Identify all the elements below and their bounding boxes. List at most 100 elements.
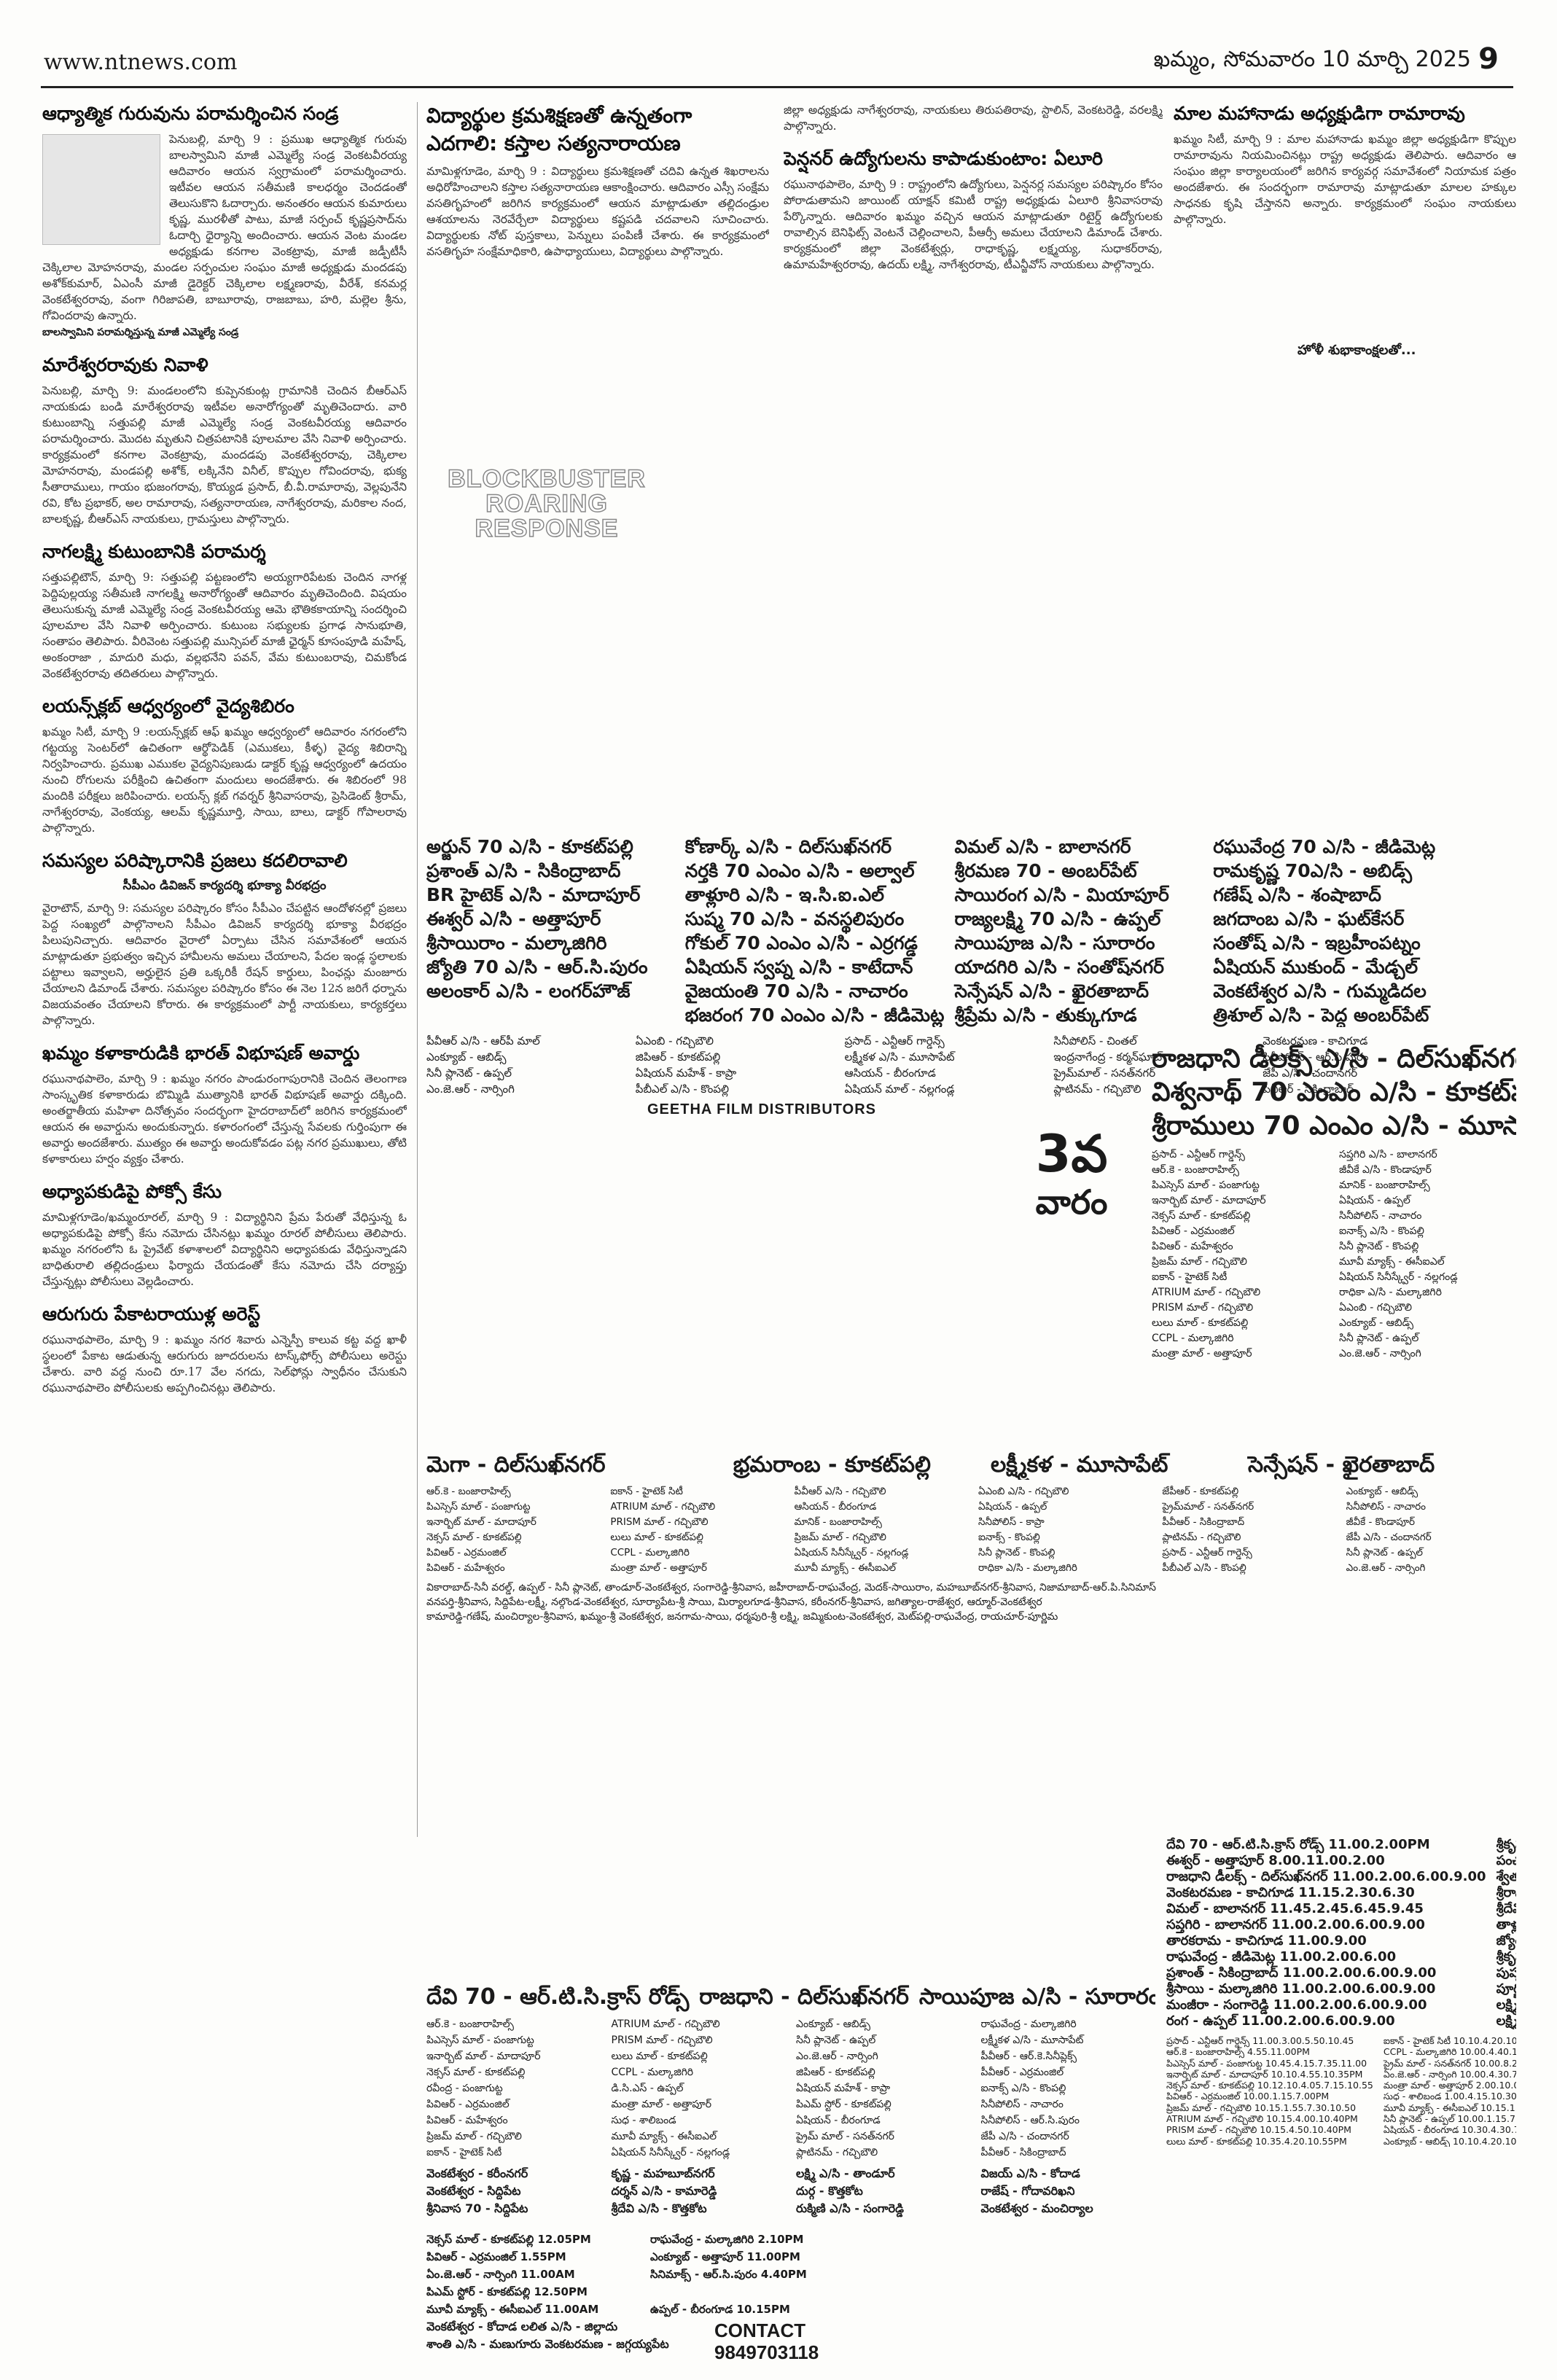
district-listing: వెంకటేశ్వర - కోదాడ లలిత ఎ/సి - జిల్లాదు bbox=[426, 2319, 618, 2333]
header-rule bbox=[41, 86, 1513, 88]
show-timing: సుధ - శాలిబండ 1.00.4.15.10.30.7.30 bbox=[1383, 2091, 1516, 2102]
show-timing: PRISM మాల్ - గచ్చిబౌలి 10.15.4.50.10.40P… bbox=[1166, 2124, 1351, 2136]
ad-headline: లక్ష్మీకళ - మూసాపేట్ bbox=[990, 1452, 1168, 1478]
theatre-listing: మంత్రా మాల్ - అత్తాపూర్ bbox=[611, 2099, 712, 2110]
theatre-listing: PRISM మాల్ - గచ్చిబౌలి bbox=[1152, 1302, 1254, 1314]
theatre-listing: ఎంక్యూబ్ - ఆబిడ్స్ bbox=[1339, 1317, 1414, 1329]
district-listing: దర్శన్ ఎ/సి - కామారెడ్డి bbox=[611, 2184, 717, 2198]
theatre-listing: ఏషియన్ - ఉప్పల్ bbox=[977, 1501, 1047, 1513]
theatre-listing: సినీపోలిస్ - నాచారం bbox=[1339, 1210, 1422, 1222]
site-url[interactable]: www.ntnews.com bbox=[44, 50, 238, 75]
theatre-listing: పివిఆర్ - మహేశ్వరం bbox=[1152, 1241, 1233, 1252]
photo-caption: బాలస్వామిని పరామర్శిస్తున్న మాజీ ఎమ్మెల్… bbox=[42, 327, 239, 338]
article-body: సత్తుపల్లిటౌన్, మార్చి 9: సత్తుపల్లి పట్… bbox=[42, 571, 407, 680]
article-headline[interactable]: మారేశ్వరరావుకు నివాళి bbox=[42, 354, 208, 375]
contact-number[interactable]: 9849703118 bbox=[714, 2341, 819, 2363]
theatre-listing: మానిక్ - బంజారాహిల్స్ bbox=[1339, 1179, 1430, 1191]
article-headline[interactable]: ఆరుగురు పేకాటరాయుళ్ల అరెస్ట్ bbox=[42, 1303, 261, 1324]
article-headline[interactable]: పెన్షనర్ ఉద్యోగులను కాపాడుకుంటాం: ఏలూరి bbox=[784, 148, 1103, 169]
theatre-listing: ఐనాక్స్ - కొంపల్లి bbox=[977, 1532, 1040, 1543]
show-timing: లులు మాల్ - కూకట్‌పల్లి 10.35.4.20.10.55… bbox=[1166, 2135, 1347, 2147]
theatre-listing: జేపీఆర్ - కూకట్‌పల్లి bbox=[1162, 1486, 1239, 1497]
district-listing: కృష్ణ - మహబూబ్‌నగర్ bbox=[611, 2166, 715, 2180]
article-headline[interactable]: ఖమ్మం కళాకారుడికి భారత్ విభూషణ్ అవార్డు bbox=[42, 1042, 360, 1064]
district-listing: వెంకటేశ్వర - మంచిర్యాల bbox=[980, 2201, 1093, 2215]
show-timing: సినిమాక్స్ - ఆర్.సి.పురం 4.40PM bbox=[650, 2268, 807, 2281]
show-timing: CCPL - మల్కాజిగిరి 10.00.4.40.11.00PM bbox=[1383, 2046, 1516, 2058]
theatre-listing: ఏషియన్ - ఉప్పల్ bbox=[1339, 1195, 1410, 1206]
theatre-listing: పివిఆర్ - ఎర్రమంజిల్ bbox=[1152, 1225, 1235, 1237]
theatre-listing: ప్రిజమ్ మాల్ - గచ్చిబౌలి bbox=[794, 1532, 886, 1543]
theatre-listing: ఆర్.కె - బంజారాహిల్స్ bbox=[426, 1486, 511, 1497]
article-body: ఖమ్మం సిటీ, మార్చి 9 :లయన్స్‌క్లబ్ ఆఫ్ ఖ… bbox=[42, 725, 407, 835]
theatre-listing: వైజయంతి 70 ఎ/సి - నాచారం bbox=[684, 980, 908, 1002]
theatre-listing: ఏషియన్ ముకుంద్ - మేడ్చల్ bbox=[1213, 956, 1419, 978]
multiplex-listing: ఏఎంబి - గచ్చిబౌలి bbox=[635, 1034, 714, 1047]
show-timing: విమల్ - బాలానగర్ 11.45.2.45.6.45.9.45 bbox=[1166, 1901, 1424, 1916]
theatre-listing: PRISM మాల్ - గచ్చిబౌలి bbox=[610, 1516, 709, 1528]
article-headline[interactable]: సమస్యల పరిష్కారానికి ప్రజలు కదలిరావాలి bbox=[42, 850, 348, 871]
theatre-listing: మంత్రా మాల్ - అత్తాపూర్ bbox=[1152, 1348, 1252, 1359]
theatre-listing: ఏషియన్ మహేశ్ - కాప్రా bbox=[796, 2083, 891, 2094]
theatre-listing: పీబీఎల్ ఎ/సి - కొంపల్లి bbox=[1162, 1562, 1246, 1574]
multiplex-listing: ప్రసాద్ - ఎన్టీఆర్ గార్డెన్స్ bbox=[844, 1034, 945, 1047]
theatre-listing: భజరంగ 70 ఎంఎం ఎ/సి - జీడిమెట్ల bbox=[684, 1004, 945, 1026]
theatre-listing: శ్రీసాయిరాం - మల్కాజిగిరి bbox=[426, 932, 607, 953]
theatre-listing: ATRIUM మాల్ - గచ్చిబౌలి bbox=[611, 2018, 720, 2030]
theatre-listing: సుధ - శాలిబండ bbox=[611, 2115, 676, 2126]
article-headline[interactable]: అధ్యాపకుడిపై పోక్సో కేసు bbox=[42, 1181, 222, 1202]
show-timing: సినీ ప్లానెట్ - ఉప్పల్ 10.00.1.15.7.00.1… bbox=[1383, 2113, 1516, 2125]
article-body: ఖమ్మం సిటీ, మార్చి 9 : మాల మహానాడు ఖమ్మం… bbox=[1174, 133, 1516, 226]
theatre-listing: సినీ ప్లానెట్ - ఉప్పల్ bbox=[796, 2034, 876, 2046]
district-listing: శ్రీదేవి ఎ/సి - కొత్తకోట bbox=[611, 2201, 707, 2215]
theatre-listing: ఏషియన్ - బీరంగూడ bbox=[796, 2115, 881, 2126]
theatre-listing: సెన్సేషన్ ఎ/సి - ఖైరతాబాద్ bbox=[954, 980, 1150, 1002]
theatre-listing: ప్రసాద్ - ఎన్టీఆర్ గార్డెన్స్ bbox=[1152, 1149, 1245, 1160]
show-timing: జ్యోతి - సికింద్రాబాద్ 11.00.2.00.6.00.9… bbox=[1496, 1933, 1516, 1948]
show-timing: నెక్సస్ మాల్ - కూకట్‌పల్లి 10.12.10.4.05… bbox=[1166, 2080, 1373, 2091]
theatre-listing: రవీంద్ర - పంజాగుట్ట bbox=[426, 2083, 503, 2094]
theatre-listing: ఐనాక్స్ ఎ/సి - కొంపల్లి bbox=[1339, 1225, 1424, 1237]
article-body: రఘునాథపాలెం, మార్చి 9 : ఖమ్మం నగరం పాండు… bbox=[42, 1072, 407, 1166]
show-timing bbox=[650, 2283, 864, 2301]
article: నాగలక్ష్మి కుటుంబానికి పరామర్శ సత్తుపల్లి… bbox=[42, 540, 407, 682]
theatre-listing: పిఎస్సెస్ మాల్ - పంజాగుట్ట bbox=[426, 2034, 534, 2046]
theatre-listing: సినీపోలిస్ - నాచారం bbox=[1346, 1501, 1426, 1513]
article-headline[interactable]: ఆధ్యాత్మిక గురువును పరామర్శించిన సండ్ర bbox=[42, 103, 339, 124]
show-timing: ప్రిజమ్ మాల్ - గచ్చిబౌలి 10.15.1.55.7.30… bbox=[1166, 2102, 1357, 2113]
article: అధ్యాపకుడిపై పోక్సో కేసుమామిళ్లగూడెం/ఖమ్… bbox=[42, 1180, 407, 1290]
article-headline[interactable]: విద్యార్థుల క్రమశిక్షణతో ఉన్నతంగా ఎదగాలి… bbox=[426, 104, 692, 155]
article-headline[interactable]: మాల మహానాడు అధ్యక్షుడిగా రామారావు bbox=[1174, 103, 1465, 124]
theatre-listing: లులు మాల్ - కూకట్‌పల్లి bbox=[610, 1532, 703, 1543]
theatre-listing: ఈశ్వర్ ఎ/సి - అత్తాపూర్ bbox=[426, 908, 601, 929]
theatre-listing: కోణార్క్ ఎ/సి - దిల్‌సుఖ్‌నగర్ bbox=[684, 836, 892, 857]
theatre-listing: యాదగిరి ఎ/సి - సంతోష్‌నగర్ bbox=[954, 956, 1165, 978]
contact-label: CONTACT bbox=[714, 2319, 806, 2341]
multiplex-listing: ప్రైమ్‌మాల్ - సనత్‌నగర్ bbox=[1053, 1066, 1156, 1080]
show-timing: రాజధాని డీలక్స్ - దిల్‌సుఖ్‌నగర్ 11.00.2… bbox=[1166, 1869, 1486, 1884]
multiplex-listing: ఎం.జె.ఆర్ - నార్సింగి bbox=[426, 1082, 515, 1096]
theatre-listing: సాయిపూజ ఎ/సి - సూరారం bbox=[954, 932, 1155, 953]
theatre-listing: రాజ్యలక్ష్మి 70 ఎ/సి - ఉప్పల్ bbox=[954, 908, 1161, 929]
theatre-listing: PRISM మాల్ - గచ్చిబౌలి bbox=[611, 2034, 713, 2046]
theatre-listing: సప్తగిరి ఎ/సి - బాలానగర్ bbox=[1339, 1149, 1437, 1160]
theatre-listing: నెక్సస్ మాల్ - కూకట్‌పల్లి bbox=[426, 2067, 526, 2078]
article-headline[interactable]: లయన్స్‌క్లబ్ ఆధ్వర్యంలో వైద్యశిబిరం bbox=[42, 695, 294, 717]
theatre-listing: ఏఎంబి - గచ్చిబౌలి bbox=[1339, 1302, 1413, 1314]
multiplex-listing: సినీపోలిస్ - చింతల్ bbox=[1053, 1034, 1137, 1047]
movie-ad-4: దేవి 70 - ఆర్.టి.సి.క్రాస్ రోడ్స్రాజధాని… bbox=[426, 1983, 1155, 2376]
theatre-listing: వెంకటేశ్వర ఎ/సి - గుమ్మడిదల bbox=[1213, 980, 1427, 1002]
show-timing: నెక్సస్ మాల్ - కూకట్‌పల్లి 12.05PM bbox=[426, 2233, 591, 2246]
theatre-listing: జీవీకే - కొండాపూర్ bbox=[1346, 1516, 1416, 1528]
theatre-listing: ప్రశాంత్ ఎ/సి - సికింద్రాబాద్ bbox=[426, 860, 621, 881]
theatre-listing: రాఘవేంద్ర - మల్కాజిగిరి bbox=[980, 2018, 1077, 2030]
article-headline[interactable]: నాగలక్ష్మి కుటుంబానికి పరామర్శ bbox=[42, 541, 266, 562]
movie-ad-1: అర్జున్ 70 ఎ/సి - కూకట్‌పల్లికోణార్క్ ఎ/… bbox=[426, 835, 1462, 1117]
theatre-listing: మూవీ మ్యాక్స్ - ఈసీఐఎల్ bbox=[1339, 1256, 1445, 1268]
show-timing: ఏషియన్ - బీరంగూడ 10.30.4.30.7.30.10.30 bbox=[1383, 2124, 1516, 2136]
show-timing: ఎంక్యూబ్ - అత్తాపూర్ 11.00PM bbox=[650, 2250, 800, 2263]
district-listing: వికారాబాద్-సినీ వరల్డ్, ఉప్పల్ - సినీ ప్… bbox=[426, 1582, 1156, 1593]
news-column-2: విద్యార్థుల క్రమశిక్షణతో ఉన్నతంగా ఎదగాలి… bbox=[426, 102, 769, 452]
theatre-listing: త్రిశూల్ ఎ/సి - పెద్ద అంబర్‌పేట్ bbox=[1213, 1004, 1429, 1026]
theatre-listing: సినీ ప్లానెట్ - ఉప్పల్ bbox=[1346, 1547, 1424, 1558]
